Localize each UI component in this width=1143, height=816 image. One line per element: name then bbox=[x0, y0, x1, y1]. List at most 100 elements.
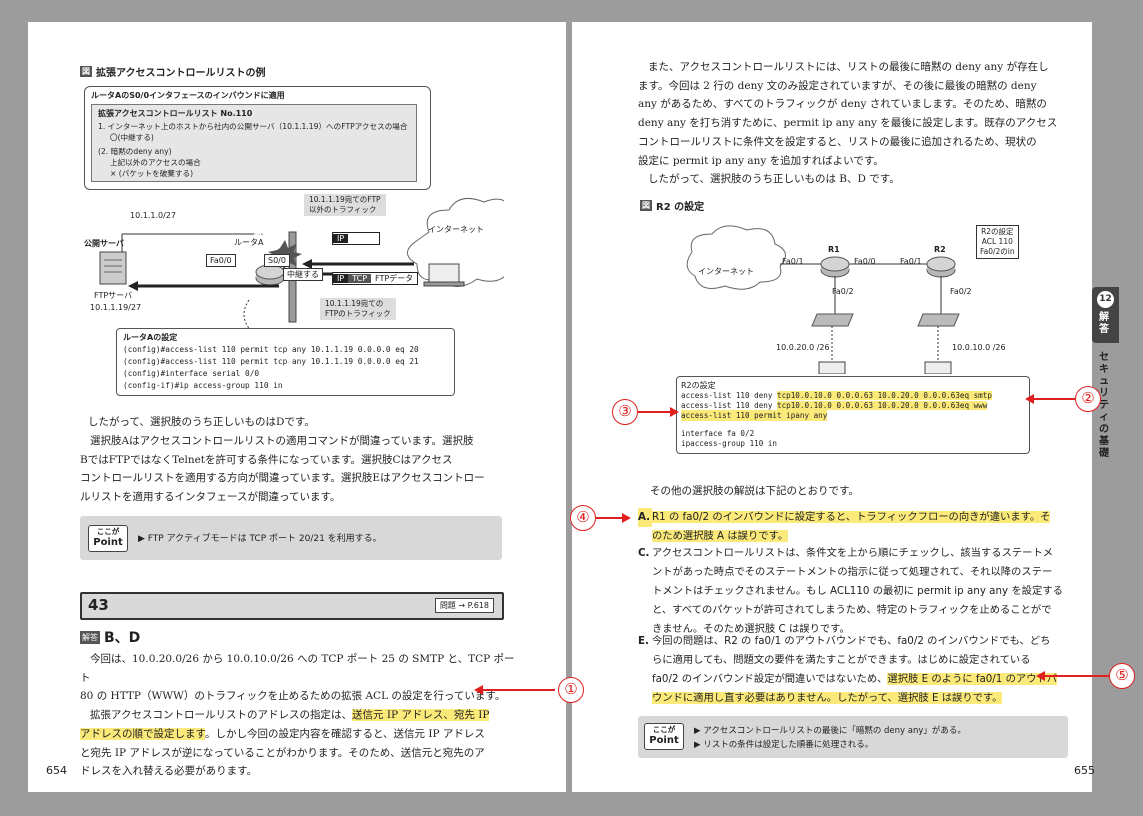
acl-note: 拡張アクセスコントロールリスト No.110 1. インターネット上のホストから… bbox=[91, 104, 417, 182]
r2-config-line5: ipaccess-group 110 in bbox=[681, 439, 778, 448]
point-right-line1: ▶ アクセスコントロールリストの最後に「暗黙の deny any」がある。 bbox=[694, 726, 966, 736]
point-bar-right: ここが Point ▶ アクセスコントロールリストの最後に「暗黙の deny a… bbox=[638, 716, 1068, 758]
top-line: また、アクセスコントロールリストには、リストの最後に暗黙の deny any が… bbox=[648, 61, 1049, 73]
figure-title-r2: 図 R2 の設定 bbox=[640, 198, 704, 213]
para2-block: 選択肢Aはアクセスコントロールリストの適用コマンドが間違っています。選択肢 Bで… bbox=[80, 432, 520, 507]
ans-line-4b: 。しかし今回の設定内容を確認すると、送信元 IP アドレス bbox=[204, 727, 485, 740]
annotation-arrowhead-1 bbox=[474, 685, 483, 695]
para2-line: BではFTPではなくTelnetを許可する条件になっています。選択肢Cはアクセス bbox=[80, 453, 453, 466]
annotation-2: ② bbox=[1075, 386, 1101, 412]
answer-explanation: 今回は、10.0.20.0/26 から 10.0.10.0/26 への TCP … bbox=[80, 650, 520, 781]
option-c-line: トメントはチェックされません。もし ACL110 の最初に permit ip … bbox=[652, 585, 1063, 597]
callout-ftp: 10.1.1.19宛ての FTPのトラフィック bbox=[320, 298, 396, 320]
r2-config-line2-hl: tcp10.0.10.0 0.0.0.63 10.0.20.0 0.0.0.63… bbox=[777, 401, 988, 410]
acl-note-title: 拡張アクセスコントロールリスト No.110 bbox=[98, 109, 253, 118]
option-e-line3a: fa0/2 のインバウンド設定が間違いではないため、 bbox=[652, 673, 888, 685]
ans-line-3a: 拡張アクセスコントロールリストのアドレスの指定は、 bbox=[90, 709, 352, 722]
laptop-icon bbox=[428, 263, 460, 283]
para2-line: コントロールリストを適用する方向が間違っています。選択肢Eはアクセスコントロー bbox=[80, 472, 485, 485]
annotation-arrow-2 bbox=[1031, 398, 1075, 400]
option-a-letter: A. bbox=[638, 508, 652, 527]
annotation-arrow-4 bbox=[596, 517, 624, 519]
callout-non-ftp-line2: 以外のトラフィック bbox=[309, 205, 377, 214]
acl-example-box: ルータAのS0/0インタフェースのインバウンドに適用 拡張アクセスコントロールリ… bbox=[84, 86, 431, 190]
r2-config-box: R2の設定 access-list 110 deny tcp10.0.10.0 … bbox=[676, 376, 1030, 454]
chapter-side-tab: 12 解答 bbox=[1092, 287, 1119, 343]
chapter-tab-label: 解答 bbox=[1099, 312, 1109, 335]
para1: したがって、選択肢のうち正しいものはDです。 bbox=[88, 416, 315, 428]
acl-note-line2: 〇(中継する) bbox=[110, 133, 154, 142]
ans-line-3: 拡張アクセスコントロールリストのアドレスの指定は、送信元 IP アドレス、宛先 … bbox=[80, 706, 520, 725]
annotation-arrow-3 bbox=[638, 411, 672, 413]
point-badge-bottom: Point bbox=[93, 537, 123, 548]
r2-config-line2: access-list 110 deny tcp10.0.10.0 0.0.0.… bbox=[681, 400, 988, 411]
net2-label: 10.0.10.0 /26 bbox=[952, 343, 1006, 352]
option-e-line3-hl: 選択肢 E のように fa0/1 のアウトバ bbox=[887, 673, 1058, 685]
option-e-line: 今回の問題は、R2 の fa0/1 のアウトバウンドでも、fa0/2 のインバウ… bbox=[652, 635, 1051, 647]
annotation-arrowhead-4 bbox=[622, 513, 631, 523]
option-c-letter: C. bbox=[638, 547, 650, 559]
r2-config-title: R2の設定 bbox=[681, 381, 716, 390]
acl-note-line1: 1. インターネット上のホストから社内の公開サーバ（10.1.1.19）へのFT… bbox=[98, 122, 408, 131]
config-line1: (config)#access-list 110 permit tcp any … bbox=[123, 345, 419, 354]
annotation-arrowhead-3 bbox=[670, 407, 679, 417]
config-line3: (config)#interface serial 0/0 bbox=[123, 369, 260, 378]
r2-note-2: ACL 110 bbox=[981, 237, 1013, 246]
router-a-label: ルータA bbox=[234, 238, 264, 247]
switch-2-icon bbox=[917, 313, 960, 327]
r2-label: R2 bbox=[934, 245, 946, 254]
option-a: A.R1 の fa0/2 のインバウンドに設定すると、トラフィックフローの向きが… bbox=[638, 508, 1068, 546]
chapter-vertical-title: セキュリティの基礎 bbox=[1099, 352, 1109, 459]
r1-fa02: Fa0/2 bbox=[832, 287, 854, 296]
callout-ftp-line1: 10.1.1.19宛ての bbox=[325, 299, 384, 308]
option-c: C.アクセスコントロールリストは、条件文を上から順にチェックし、該当するステート… bbox=[638, 544, 1068, 639]
r2-note: R2の設定 ACL 110 Fa0/2のin bbox=[976, 225, 1019, 259]
callout-non-ftp: 10.1.1.19宛てのFTP 以外のトラフィック bbox=[304, 194, 386, 216]
other-intro: その他の選択肢の解説は下記のとおりです。 bbox=[650, 485, 859, 497]
left-page: 図 拡張アクセスコントロールリストの例 ルータAのS0/0インタフェースのインバ… bbox=[28, 22, 566, 792]
r2-config-line4: interface fa 0/2 bbox=[681, 429, 755, 438]
option-e-letter: E. bbox=[638, 635, 649, 647]
switch-1-icon bbox=[811, 313, 854, 327]
point-badge-right: ここが Point bbox=[644, 723, 684, 750]
fa00-label: Fa0/0 bbox=[206, 254, 236, 267]
question-ref-link[interactable]: 問題 → P.618 bbox=[434, 598, 494, 613]
packet-ftp-ip: IP bbox=[333, 274, 349, 283]
annotation-5: ⑤ bbox=[1109, 663, 1135, 689]
acl-box-header: ルータAのS0/0インタフェースのインバウンドに適用 bbox=[91, 91, 285, 100]
right-page: また、アクセスコントロールリストには、リストの最後に暗黙の deny any が… bbox=[572, 22, 1119, 792]
r2-note-1: R2の設定 bbox=[981, 227, 1014, 236]
ans-highlight-2: アドレスの順で設定します bbox=[80, 727, 205, 740]
ans-line: ドレスを入れ替える必要があります。 bbox=[80, 765, 258, 778]
annotation-1: ① bbox=[558, 677, 584, 703]
net-label: 10.1.1.0/27 bbox=[130, 211, 176, 220]
ftp-server-label: FTPサーバ bbox=[94, 291, 133, 300]
top-line: コントロールリストに条件文を設定すると、リストの最後に追加されるため、現状の bbox=[638, 135, 1037, 148]
acl-note-line4: 上記以外のアクセスの場合 bbox=[110, 158, 201, 167]
router-a-config-box: ルータAの設定 (config)#access-list 110 permit … bbox=[116, 328, 455, 396]
option-c-line: アクセスコントロールリストは、条件文を上から順にチェックし、該当するステートメ bbox=[652, 547, 1054, 559]
r2-config-line1: access-list 110 deny tcp10.0.10.0 0.0.0.… bbox=[681, 390, 992, 401]
internet-cloud-r2 bbox=[686, 225, 786, 290]
ans-line: 80 の HTTP（WWW）のトラフィックを止めるための拡張 ACL の設定を行… bbox=[80, 690, 506, 703]
option-e-line: らに適用しても、問題文の要件を満たすことができます。はじめに設定されている bbox=[652, 654, 1031, 666]
option-e: E.今回の問題は、R2 の fa0/1 のアウトバウンドでも、fa0/2 のイン… bbox=[638, 632, 1068, 708]
r2-config-line1a: access-list 110 deny bbox=[681, 391, 778, 400]
pc-1-icon bbox=[818, 361, 846, 374]
config-line2: (config)#access-list 110 permit tcp any … bbox=[123, 357, 419, 366]
right-top-text: また、アクセスコントロールリストには、リストの最後に暗黙の deny any が… bbox=[638, 58, 1068, 189]
figure-title: 図 拡張アクセスコントロールリストの例 bbox=[80, 64, 266, 79]
server-icon bbox=[99, 251, 127, 285]
net1-label: 10.0.20.0 /26 bbox=[776, 343, 830, 352]
answer-value: B、D bbox=[104, 630, 141, 646]
r2-fa01: Fa0/1 bbox=[900, 257, 922, 266]
r1-label: R1 bbox=[828, 245, 840, 254]
acl-note-line3: (2. 暗黙のdeny any) bbox=[98, 147, 172, 156]
r2-config-line3: access-list 110 permit ipany any bbox=[681, 410, 828, 421]
top-line: deny any を打ち消すために、permit ip any any を最後に… bbox=[638, 117, 1058, 130]
top-line: any があるため、すべてのトラフィックが deny されていまします。そのため… bbox=[638, 98, 1047, 111]
point-bar: ここが Point ▶ FTP アクティブモードは TCP ポート 20/21 … bbox=[80, 516, 502, 560]
r2-fa02: Fa0/2 bbox=[950, 287, 972, 296]
r2-note-3: Fa0/2のin bbox=[980, 247, 1015, 256]
config-title: ルータAの設定 bbox=[123, 333, 178, 342]
